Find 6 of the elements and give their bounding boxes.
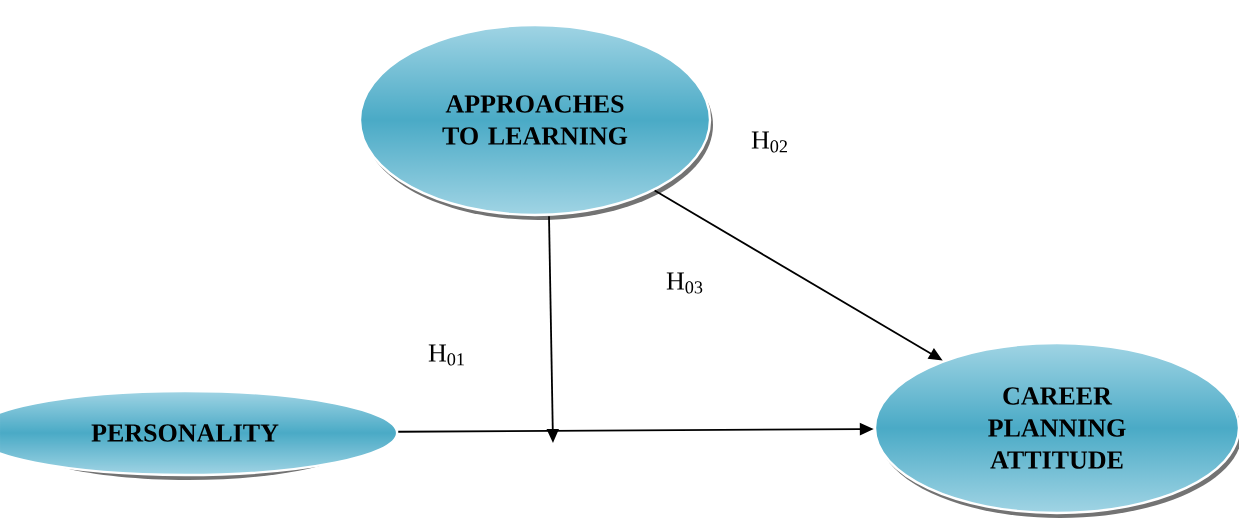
hypothesis-label: H$_{03}$ [666, 272, 703, 294]
ellipse-node: PERSONALITY [0, 389, 399, 480]
hypothesis-label: H$_{01}$ [428, 344, 464, 366]
hypothesis-label: H$_{02}$ [751, 131, 787, 153]
ellipse-node: APPROACHES TO LEARNING [358, 23, 713, 220]
ellipse-node: CAREER PLANNING ATTITUDE [873, 341, 1239, 518]
